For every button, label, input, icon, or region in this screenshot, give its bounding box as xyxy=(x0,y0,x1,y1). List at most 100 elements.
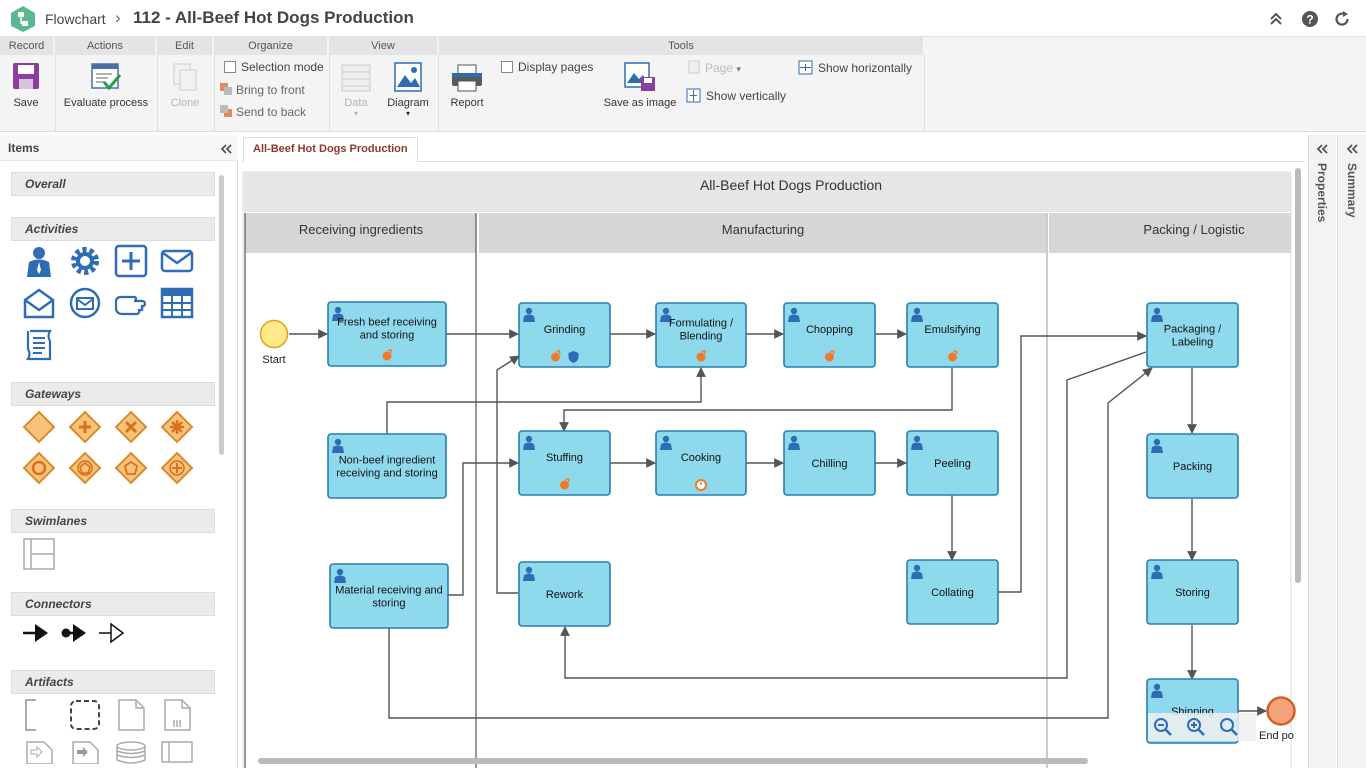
exclusive-gateway-icon[interactable] xyxy=(22,410,56,444)
task-packing[interactable]: Packing xyxy=(1146,433,1239,499)
task-packing-box[interactable] xyxy=(1146,433,1239,499)
display-pages-checkbox[interactable]: Display pages xyxy=(501,60,593,74)
category-artifacts[interactable]: Artifacts xyxy=(11,670,215,694)
group-icon[interactable] xyxy=(68,698,102,732)
start-event[interactable] xyxy=(259,319,289,349)
service-task-gear-icon[interactable] xyxy=(68,244,102,278)
exclusive-event-gateway-icon[interactable] xyxy=(114,451,148,485)
exclusive-gateway-x-icon[interactable] xyxy=(114,410,148,444)
bring-to-front-button[interactable]: Bring to front xyxy=(219,82,305,97)
category-gateways[interactable]: Gateways xyxy=(11,382,215,406)
flow-emulsifying-stuffing[interactable] xyxy=(559,368,953,432)
zoom-in-icon[interactable] xyxy=(1186,717,1206,737)
diagram-canvas[interactable]: All-Beef Hot Dogs Production Receiving i… xyxy=(242,163,1305,768)
task-packaging-box[interactable] xyxy=(1146,302,1239,368)
task-chopping[interactable]: Chopping xyxy=(783,302,876,368)
task-nonbeef-box[interactable] xyxy=(327,433,447,499)
task-rework[interactable]: Rework xyxy=(518,561,611,627)
subprocess-plus-icon[interactable] xyxy=(114,244,148,278)
task-packaging[interactable]: Packaging /Labeling xyxy=(1146,302,1239,368)
expand-left-icon[interactable] xyxy=(1345,142,1359,156)
data-store-icon[interactable] xyxy=(114,740,148,764)
event-gateway-icon[interactable] xyxy=(68,451,102,485)
complex-gateway-icon[interactable] xyxy=(160,410,194,444)
task-chilling-box[interactable] xyxy=(783,430,876,496)
task-material-box[interactable] xyxy=(329,563,449,629)
task-chilling[interactable]: Chilling xyxy=(783,430,876,496)
flow-packaging-rework[interactable] xyxy=(560,351,1147,679)
task-emulsifying[interactable]: Emulsifying xyxy=(906,302,999,368)
data-button[interactable]: Data▾ xyxy=(336,59,376,129)
task-storing[interactable]: Storing xyxy=(1146,559,1239,625)
zoom-out-icon[interactable] xyxy=(1153,717,1173,737)
category-activities[interactable]: Activities xyxy=(11,217,215,241)
save-button[interactable]: Save xyxy=(5,59,47,129)
task-emulsifying-box[interactable] xyxy=(906,302,999,368)
data-collection-icon[interactable] xyxy=(160,698,194,732)
business-rule-table-icon[interactable] xyxy=(160,286,194,320)
association-icon[interactable] xyxy=(98,622,126,644)
refresh-icon[interactable] xyxy=(1332,9,1352,29)
data-input-icon[interactable] xyxy=(22,740,56,764)
data-output-icon[interactable] xyxy=(68,740,102,764)
zoom-fit-icon[interactable] xyxy=(1219,717,1239,737)
parallel-gateway-plus-icon[interactable] xyxy=(68,410,102,444)
show-horizontally-button[interactable]: Show horizontally xyxy=(798,60,912,75)
report-button[interactable]: Report xyxy=(446,59,488,129)
send-to-back-button[interactable]: Send to back xyxy=(219,104,306,119)
task-chopping-box[interactable] xyxy=(783,302,876,368)
message-flow-icon[interactable] xyxy=(60,622,88,644)
task-cooking-box[interactable] xyxy=(655,430,747,496)
canvas-horizontal-scrollbar[interactable] xyxy=(258,758,1088,764)
category-connectors[interactable]: Connectors xyxy=(11,592,215,616)
diagram-button[interactable]: Diagram▾ xyxy=(385,59,431,129)
flow-material-stuffing[interactable] xyxy=(448,458,519,596)
task-fresh-box[interactable] xyxy=(327,301,447,367)
lane-header-receiving[interactable] xyxy=(245,213,476,253)
user-task-icon[interactable] xyxy=(22,244,56,278)
task-cooking[interactable]: Cooking xyxy=(655,430,747,496)
task-peeling[interactable]: Peeling xyxy=(906,430,999,496)
flow-nonbeef-formulating[interactable] xyxy=(386,367,706,434)
collapse-up-icon[interactable] xyxy=(1266,9,1286,29)
task-storing-box[interactable] xyxy=(1146,559,1239,625)
tab-all-beef-hot-dogs[interactable]: All-Beef Hot Dogs Production xyxy=(243,137,418,162)
task-collating[interactable]: Collating xyxy=(906,559,999,625)
inclusive-gateway-icon[interactable] xyxy=(22,451,56,485)
parallel-event-gateway-icon[interactable] xyxy=(160,451,194,485)
flow-collating-packaging[interactable] xyxy=(998,331,1147,593)
evaluate-process-button[interactable]: Evaluate process xyxy=(60,59,152,129)
show-vertically-button[interactable]: Show vertically xyxy=(686,88,786,103)
end-event[interactable] xyxy=(1266,696,1296,726)
help-icon[interactable]: ? xyxy=(1300,9,1320,29)
breadcrumb-app[interactable]: Flowchart xyxy=(45,11,106,27)
summary-panel[interactable]: Summary xyxy=(1337,135,1366,768)
properties-panel[interactable]: Properties xyxy=(1308,135,1336,768)
send-message-icon[interactable] xyxy=(160,244,194,278)
save-as-image-button[interactable]: Save as image xyxy=(600,59,680,129)
task-collating-box[interactable] xyxy=(906,559,999,625)
script-task-icon[interactable] xyxy=(22,328,56,362)
expand-left-icon[interactable] xyxy=(1315,142,1329,156)
category-swimlanes[interactable]: Swimlanes xyxy=(11,509,215,533)
data-object-icon[interactable] xyxy=(114,698,148,732)
selection-mode-checkbox[interactable]: Selection mode xyxy=(224,60,324,74)
lane-header-packing[interactable] xyxy=(1049,213,1291,253)
flow-rework-grinding[interactable] xyxy=(496,355,520,594)
canvas-vertical-scrollbar[interactable] xyxy=(1295,168,1301,583)
sequence-flow-icon[interactable] xyxy=(22,622,50,644)
swimlane-icon[interactable] xyxy=(22,537,56,571)
annotation-icon[interactable] xyxy=(22,698,56,732)
items-scrollbar[interactable] xyxy=(219,175,224,455)
clone-button[interactable]: Clone xyxy=(163,59,207,129)
category-overall[interactable]: Overall xyxy=(11,172,215,196)
task-stuffing[interactable]: Stuffing xyxy=(518,430,611,496)
task-stuffing-box[interactable] xyxy=(518,430,611,496)
task-grinding[interactable]: Grinding xyxy=(518,302,611,368)
task-rework-box[interactable] xyxy=(518,561,611,627)
flow-material-packaging[interactable] xyxy=(388,367,1153,719)
collapse-left-icon[interactable] xyxy=(219,142,233,156)
